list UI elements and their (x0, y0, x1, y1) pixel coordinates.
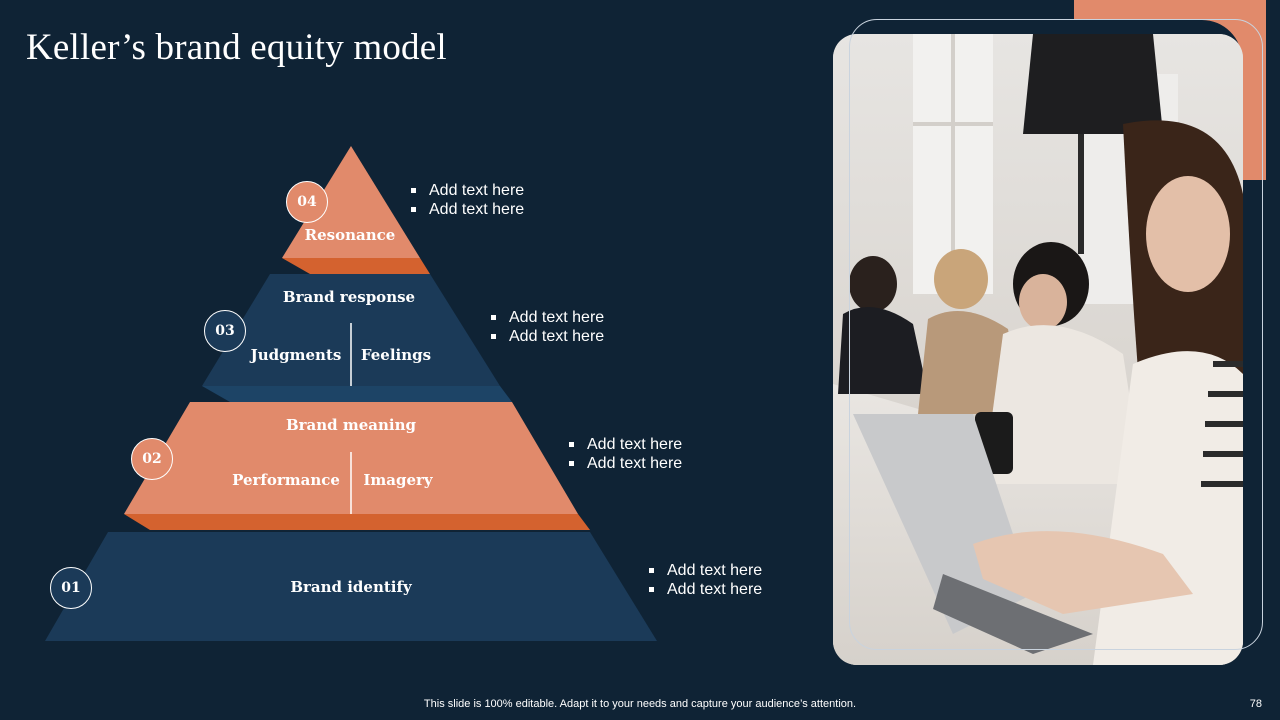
pyramid-level-03-shadow (202, 386, 512, 402)
bullet-item: Add text here (491, 327, 604, 346)
level-01-number-badge: 01 (50, 567, 92, 609)
pyramid-level-01-label: Brand identify (290, 578, 413, 596)
bullet-item: Add text here (569, 435, 682, 454)
page-number: 78 (1249, 698, 1262, 710)
photo-frame-outline (849, 19, 1263, 650)
level-03-bullets: Add text here Add text here (491, 308, 604, 346)
level-02-bullets: Add text here Add text here (569, 435, 682, 473)
pyramid-level-04-shadow (282, 258, 430, 274)
pyramid-level-03-left: Judgments (249, 346, 342, 364)
slide-title: Keller’s brand equity model (26, 27, 447, 68)
level-04-bullets: Add text here Add text here (411, 181, 524, 219)
footer-note: This slide is 100% editable. Adapt it to… (423, 698, 857, 710)
level-02-number-badge: 02 (131, 438, 173, 480)
level-04-number-badge: 04 (286, 181, 328, 223)
bullet-item: Add text here (491, 308, 604, 327)
pyramid-level-02-right: Imagery (363, 471, 434, 489)
pyramid-level-03-title: Brand response (283, 288, 415, 306)
bullet-item: Add text here (649, 561, 762, 580)
pyramid-level-04 (282, 146, 420, 258)
pyramid-level-02-title: Brand meaning (286, 416, 417, 434)
pyramid-level-03-right: Feelings (361, 346, 431, 364)
pyramid-level-02-shadow (124, 514, 590, 530)
level-03-number-badge: 03 (204, 310, 246, 352)
office-photo-icon (833, 34, 1243, 665)
bullet-item: Add text here (411, 200, 524, 219)
office-photo (833, 34, 1243, 665)
bullet-item: Add text here (569, 454, 682, 473)
pyramid-level-02-left: Performance (232, 471, 340, 489)
bullet-item: Add text here (411, 181, 524, 200)
pyramid-level-04-label: Resonance (305, 226, 396, 244)
level-01-bullets: Add text here Add text here (649, 561, 762, 599)
pyramid-level-01 (45, 532, 657, 641)
bullet-item: Add text here (649, 580, 762, 599)
